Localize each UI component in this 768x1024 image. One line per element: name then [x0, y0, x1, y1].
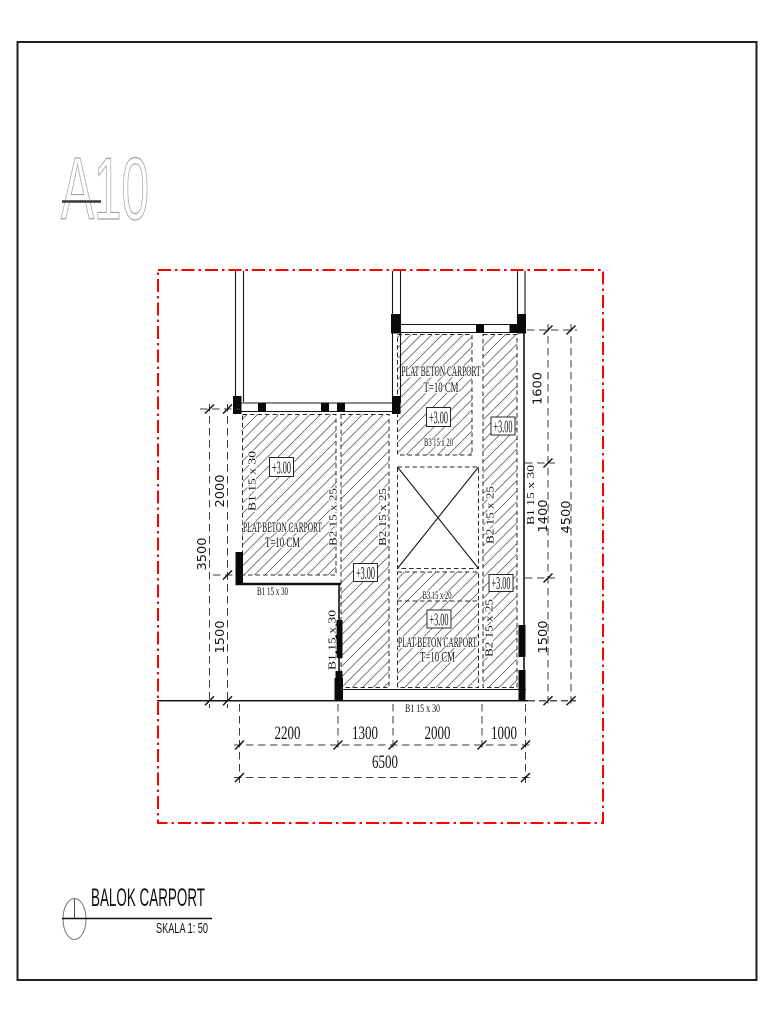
dim-1500-right: 1500 [535, 620, 550, 653]
void-diagonal-2 [397, 466, 479, 569]
plate-top-right [397, 334, 473, 456]
plate-left-label-2: T=10 CM [265, 535, 300, 551]
void-opening [397, 466, 479, 569]
level-badge-6: +3.00 [488, 573, 514, 593]
dim-1400: 1400 [535, 499, 550, 532]
svg-text:+3.00: +3.00 [430, 609, 449, 629]
dim-1600: 1600 [530, 372, 545, 405]
svg-text:+3.00: +3.00 [356, 563, 375, 583]
beam-b2-rot-4: B2 15 x 25 [484, 598, 496, 657]
svg-text:+3.00: +3.00 [429, 407, 448, 427]
plate-labels: PLAT BETON CARPORT T=10 CM PLAT BETON CA… [242, 363, 482, 667]
red-frame [157, 269, 604, 824]
beam-b1-rot-left: B1 15 x 30 [247, 450, 259, 511]
dim-1300: 1300 [352, 723, 378, 744]
beam-b1-bottom-label: B1 15 x 30 [405, 701, 440, 715]
beam-labels: B3 15 x 20 B3 15 x 20 B1 15 x 30 B1 15 x… [245, 434, 538, 715]
dim-1500-left: 1500 [212, 620, 227, 653]
page-border [16, 41, 758, 981]
beam-b1-rot-right: B1 15 x 30 [525, 464, 537, 525]
strip-b2-right [482, 334, 518, 688]
level-badge-2: +3.00 [353, 563, 378, 583]
plate-bottom-right [397, 571, 479, 688]
beam-b2-rot-1: B2 15 x 25 [328, 487, 340, 546]
plate-topright-label-1: PLAT BETON CARPORT [402, 364, 481, 380]
beam-b1-rot-strip: B1 15 x 30 [327, 609, 339, 670]
columns-upper [234, 271, 526, 403]
void-border [397, 466, 479, 569]
svg-text:+3.00: +3.00 [492, 573, 511, 593]
plates [242, 334, 518, 688]
sheet-code-text: A10 [61, 139, 149, 238]
dim-2000-left: 2000 [212, 474, 227, 507]
title-block: BALOK CARPORT SKALA 1: 50 [62, 884, 212, 940]
beam-b2-rot-2: B2 15 x 25 [377, 487, 389, 546]
strip-b2-left [340, 414, 390, 688]
dim-6500: 6500 [372, 752, 398, 773]
level-badge-4: +3.00 [490, 416, 516, 436]
column-blocks [233, 314, 526, 701]
plate-bottom-label-1: PLAT BETON CARPORT [398, 635, 477, 651]
dimension-labels-bottom: 2200 1300 2000 1000 6500 [275, 723, 518, 773]
svg-text:+3.00: +3.00 [272, 457, 291, 477]
level-badge-3: +3.00 [426, 407, 451, 427]
dim-2000-bottom: 2000 [425, 723, 451, 744]
dim-3500: 3500 [194, 537, 209, 570]
drawing-scale: SKALA 1: 50 [156, 920, 208, 937]
plate-left-label-1: PLAT BETON CARPORT [243, 520, 322, 536]
level-badge-1: +3.00 [269, 457, 294, 477]
dim-2200: 2200 [275, 723, 301, 744]
drawing-title: BALOK CARPORT [91, 884, 205, 912]
dim-1000: 1000 [491, 723, 517, 744]
level-badges: +3.00 +3.00 +3.00 +3.00 +3.00 +3.00 [269, 407, 516, 629]
beam-b3-top-label: B3 15 x 20 [424, 435, 453, 449]
svg-text:+3.00: +3.00 [494, 416, 513, 436]
level-badge-5: +3.00 [426, 609, 452, 629]
sheet-code: A10 [60, 138, 149, 238]
beam-b3-bottom-label: B3 15 x 20 [423, 588, 452, 602]
beam-b2-rot-3: B2 15 x 25 [485, 485, 497, 544]
plate-bottom-label-2: T=10 CM [420, 650, 455, 666]
dimension-labels-sides: 3500 2000 1500 1600 1400 1500 4500 [194, 372, 573, 654]
plate-left [242, 414, 337, 576]
plate-topright-label-2: T=10 CM [424, 380, 459, 396]
dim-4500: 4500 [558, 500, 573, 533]
beam-b1-mid-label: B1 15 x 30 [257, 584, 288, 598]
